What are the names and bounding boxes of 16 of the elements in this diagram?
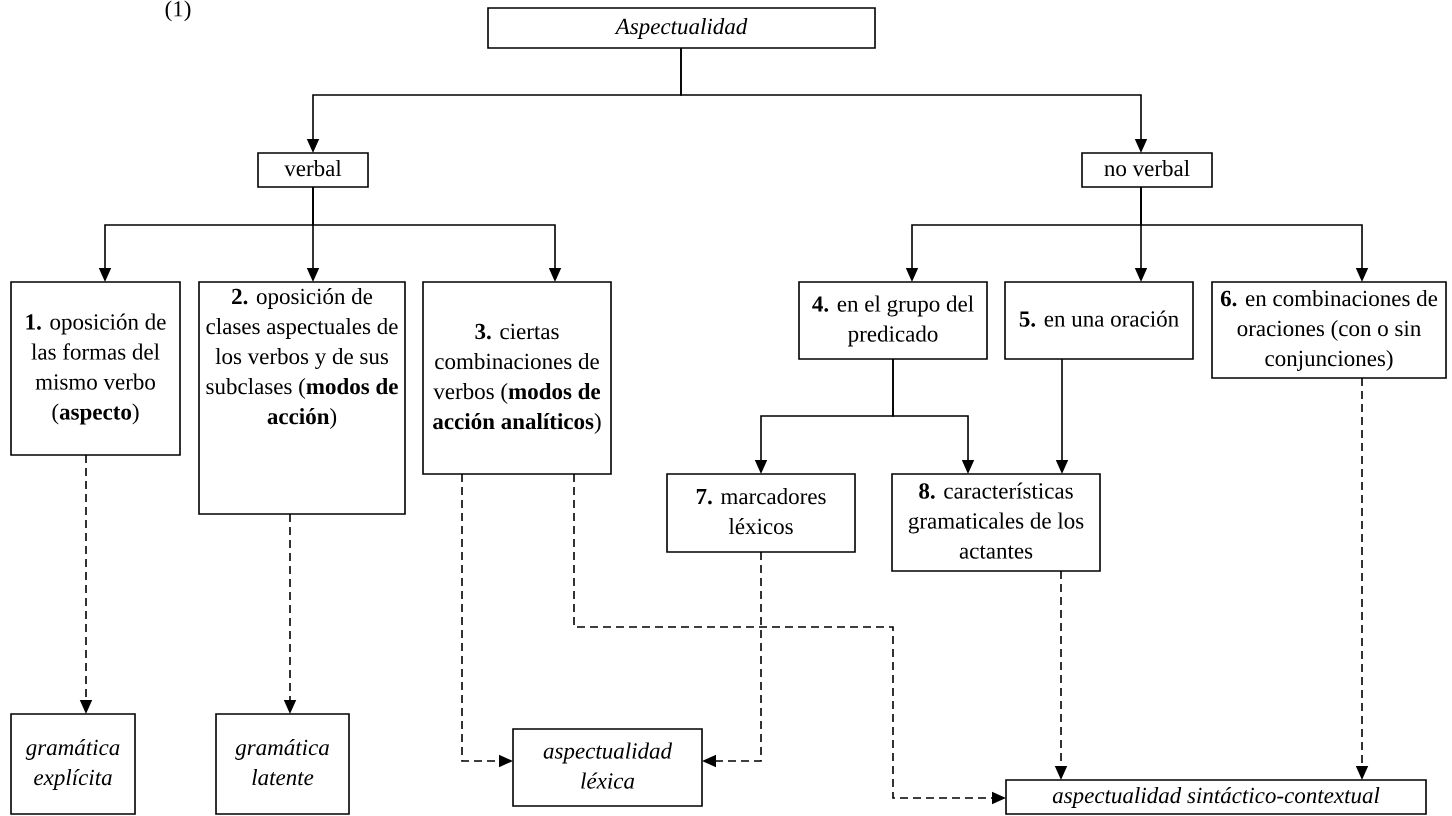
root-box: Aspectualidad [487, 7, 876, 49]
result-box: gramática explícita [10, 713, 136, 815]
concept-box: 8. características gramaticales de los actantes [891, 473, 1101, 572]
concept-box: 6. en combinaciones de oraciones (con o sin conjunciones) [1211, 281, 1447, 379]
concept-box: 1. oposición de las formas del mismo verbo (aspecto) [10, 281, 181, 456]
concept-box: 2. oposición de clases aspectuales de los verbos y de sus subclases (modos de acción) [198, 281, 406, 515]
category-box: verbal [257, 152, 369, 188]
concept-box: 5. en una oración [1004, 281, 1194, 360]
concept-box: 4. en el grupo del predicado [798, 281, 988, 360]
result-box: aspectualidad léxica [512, 728, 703, 807]
result-box: gramática latente [215, 713, 350, 815]
result-box: aspectualidad sintáctico-contextual [1005, 779, 1427, 815]
category-box: no verbal [1081, 152, 1213, 188]
concept-box: 3. ciertas combinaciones de verbos (modos de acción analíticos) [422, 281, 612, 475]
example-number: (1) [165, 0, 191, 22]
concept-box: 7. marcadores léxicos [666, 473, 856, 553]
